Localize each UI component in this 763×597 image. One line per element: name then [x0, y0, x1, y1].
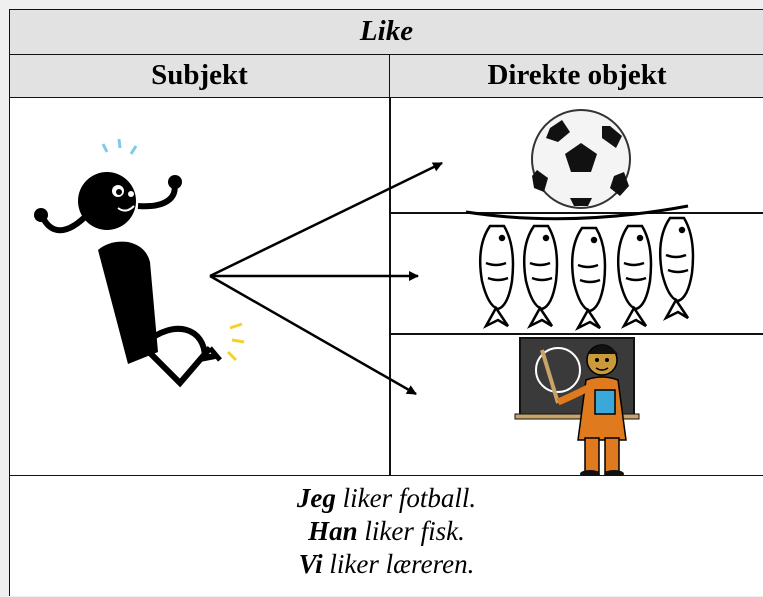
sentence-3-subject: Vi [298, 549, 323, 579]
header-direct-object: Direkte objekt [389, 55, 763, 97]
example-sentences: Jeg liker fotball. Han liker fisk. Vi li… [10, 476, 763, 597]
object-divider-2 [390, 333, 763, 335]
cheering-person-icon [34, 138, 245, 388]
column-divider [389, 98, 391, 475]
sentence-2-rest: liker fisk. [357, 516, 465, 546]
illustration-row [10, 98, 763, 476]
sentence-1-rest: liker fotball. [335, 483, 477, 513]
header-subject: Subjekt [151, 59, 248, 91]
sentence-1: Jeg liker fotball. [10, 482, 763, 515]
arrow-to-ball [209, 161, 443, 278]
sentence-2: Han liker fisk. [10, 515, 763, 548]
hanging-fish-icon [465, 204, 695, 331]
sentence-2-subject: Han [308, 516, 358, 546]
teacher-at-blackboard-icon [514, 337, 640, 476]
sentence-3-rest: liker læreren. [322, 549, 475, 579]
arrow-to-teacher [209, 274, 417, 396]
header-row: Subjekt Direkte objekt [10, 55, 763, 98]
grammar-table: Like Subjekt Direkte objekt [9, 9, 763, 596]
sentence-1-subject: Jeg [296, 483, 336, 513]
illustration-canvas [34, 109, 695, 476]
soccer-ball-icon [531, 109, 631, 209]
table-title: Like [10, 10, 763, 55]
sentence-3: Vi liker læreren. [10, 548, 763, 581]
object-divider-1 [390, 212, 763, 214]
